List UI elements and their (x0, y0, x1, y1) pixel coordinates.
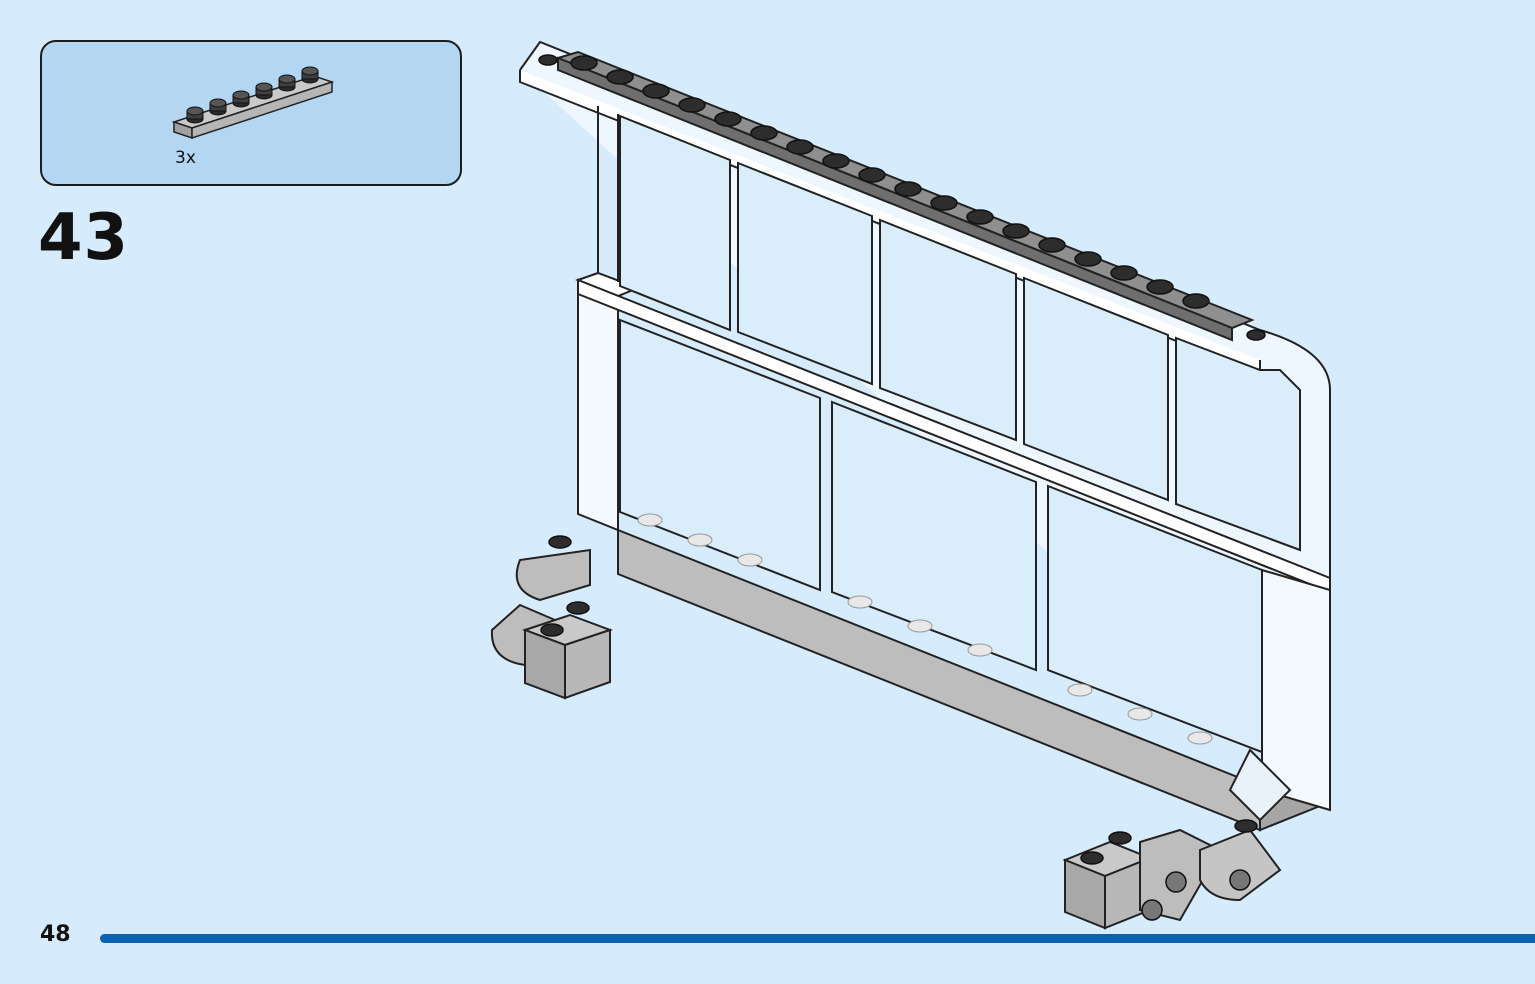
parts-callout: 3x (40, 40, 462, 186)
part-quantity: 3x (175, 148, 196, 168)
window-wall-assembly-icon (490, 40, 1331, 930)
plate-1x6-icon (171, 66, 335, 140)
progress-bar (100, 934, 1535, 943)
page-number: 48 (40, 922, 71, 947)
step-number: 43 (38, 201, 130, 275)
